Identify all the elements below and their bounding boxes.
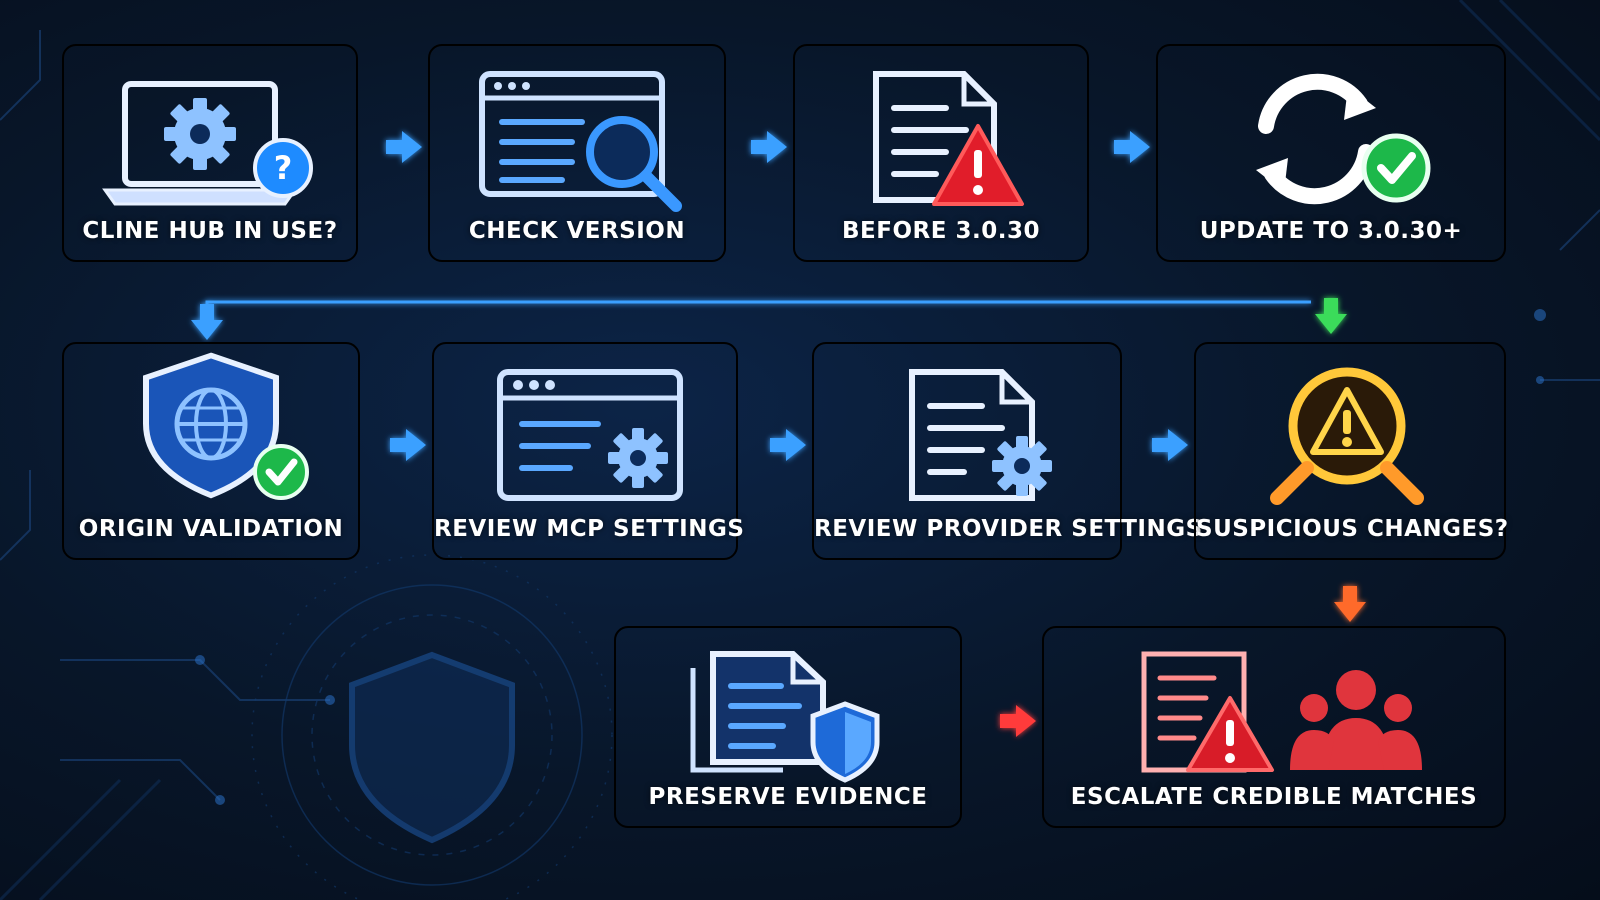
node-label: SUSPICIOUS CHANGES?	[1196, 516, 1509, 542]
node-check-version: CHECK VERSION	[428, 44, 726, 262]
browser-search-icon	[479, 71, 682, 212]
arrow-head	[770, 429, 806, 461]
node-label: CHECK VERSION	[468, 218, 686, 244]
connector-line	[205, 300, 1311, 328]
node-review-provider-settings: REVIEW PROVIDER SETTINGS	[812, 342, 1203, 560]
node-label: UPDATE TO 3.0.30+	[1199, 218, 1463, 244]
node-label: PRESERVE EVIDENCE	[648, 784, 928, 810]
node-label: REVIEW PROVIDER SETTINGS	[814, 516, 1203, 542]
document-warning-people-icon	[1141, 651, 1422, 773]
arrow-head	[1315, 298, 1347, 334]
arrow-head	[1334, 586, 1366, 622]
node-label: ORIGIN VALIDATION	[78, 516, 344, 542]
arrow-head	[1000, 705, 1036, 737]
node-escalate-credible-matches: ESCALATE CREDIBLE MATCHES	[1042, 626, 1506, 828]
svg-text:?: ?	[274, 149, 293, 187]
node-preserve-evidence: PRESERVE EVIDENCE	[614, 626, 962, 828]
laptop-gear-question-icon: ?	[102, 81, 313, 206]
document-gear-icon	[909, 369, 1052, 501]
node-label: CLINE HUB IN USE?	[82, 218, 338, 244]
documents-shield-icon	[690, 651, 880, 783]
arrow-head	[390, 429, 426, 461]
node-before-3-0-30: BEFORE 3.0.30	[793, 44, 1089, 262]
refresh-check-icon	[1256, 73, 1431, 205]
node-label: REVIEW MCP SETTINGS	[434, 516, 745, 542]
node-label: ESCALATE CREDIBLE MATCHES	[1070, 784, 1478, 810]
arrow-head	[386, 131, 422, 163]
magnifier-warning-icon	[1270, 367, 1424, 505]
arrow-head	[1114, 131, 1150, 163]
node-label: BEFORE 3.0.30	[842, 218, 1040, 244]
shield-globe-check-icon	[143, 352, 309, 500]
browser-gear-icon	[497, 369, 683, 501]
node-suspicious-changes: SUSPICIOUS CHANGES?	[1194, 342, 1509, 560]
node-origin-validation: ORIGIN VALIDATION	[62, 342, 360, 560]
node-cline-hub-in-use: ? CLINE HUB IN USE?	[62, 44, 358, 262]
document-warning-icon	[873, 71, 1024, 206]
node-update-to-3-0-30-plus: UPDATE TO 3.0.30+	[1156, 44, 1506, 262]
node-review-mcp-settings: REVIEW MCP SETTINGS	[432, 342, 745, 560]
arrow-head	[191, 304, 223, 340]
arrow-head	[751, 131, 787, 163]
arrow-head	[1152, 429, 1188, 461]
